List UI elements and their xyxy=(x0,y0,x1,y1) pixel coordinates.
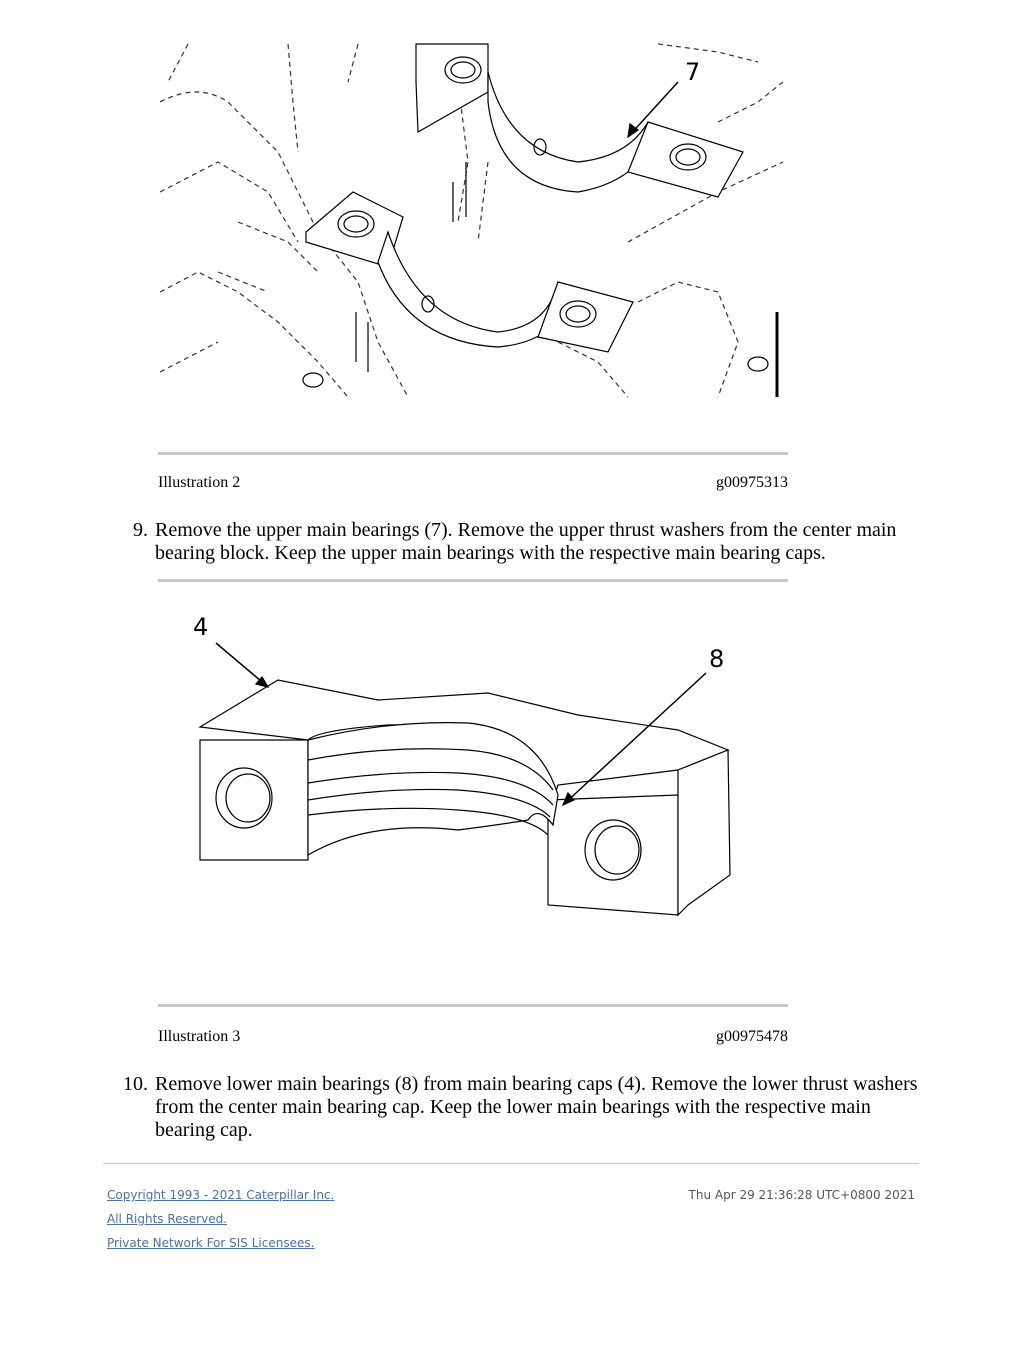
footer-divider xyxy=(103,1163,919,1164)
step-number: 9. xyxy=(133,519,148,541)
caption-id: g00975478 xyxy=(716,1028,788,1045)
step-text: Remove lower main bearings (8) from main… xyxy=(155,1073,918,1141)
divider xyxy=(158,452,788,455)
divider xyxy=(158,1004,788,1007)
callout-7: 7 xyxy=(685,58,701,86)
caption-label: Illustration 3 xyxy=(158,1028,241,1045)
copyright-link[interactable]: Copyright 1993 - 2021 Caterpillar Inc. xyxy=(107,1188,335,1202)
callout-8: 8 xyxy=(709,645,725,673)
illustration-2-caption: Illustration 2 g00975313 xyxy=(158,474,788,492)
illustration-3-image: 4 8 xyxy=(158,605,788,935)
illustration-3-caption: Illustration 3 g00975478 xyxy=(158,1028,788,1046)
caption-id: g00975313 xyxy=(716,474,788,491)
callout-4: 4 xyxy=(193,613,209,641)
illustration-2-image: 7 xyxy=(158,42,788,402)
timestamp: Thu Apr 29 21:36:28 UTC+0800 2021 xyxy=(688,1188,915,1202)
rights-link[interactable]: All Rights Reserved. xyxy=(107,1212,228,1226)
step-text: Remove the upper main bearings (7). Remo… xyxy=(155,519,897,564)
divider xyxy=(158,579,788,582)
network-link[interactable]: Private Network For SIS Licensees. xyxy=(107,1236,315,1250)
step-number: 10. xyxy=(123,1073,148,1095)
caption-label: Illustration 2 xyxy=(158,474,241,491)
